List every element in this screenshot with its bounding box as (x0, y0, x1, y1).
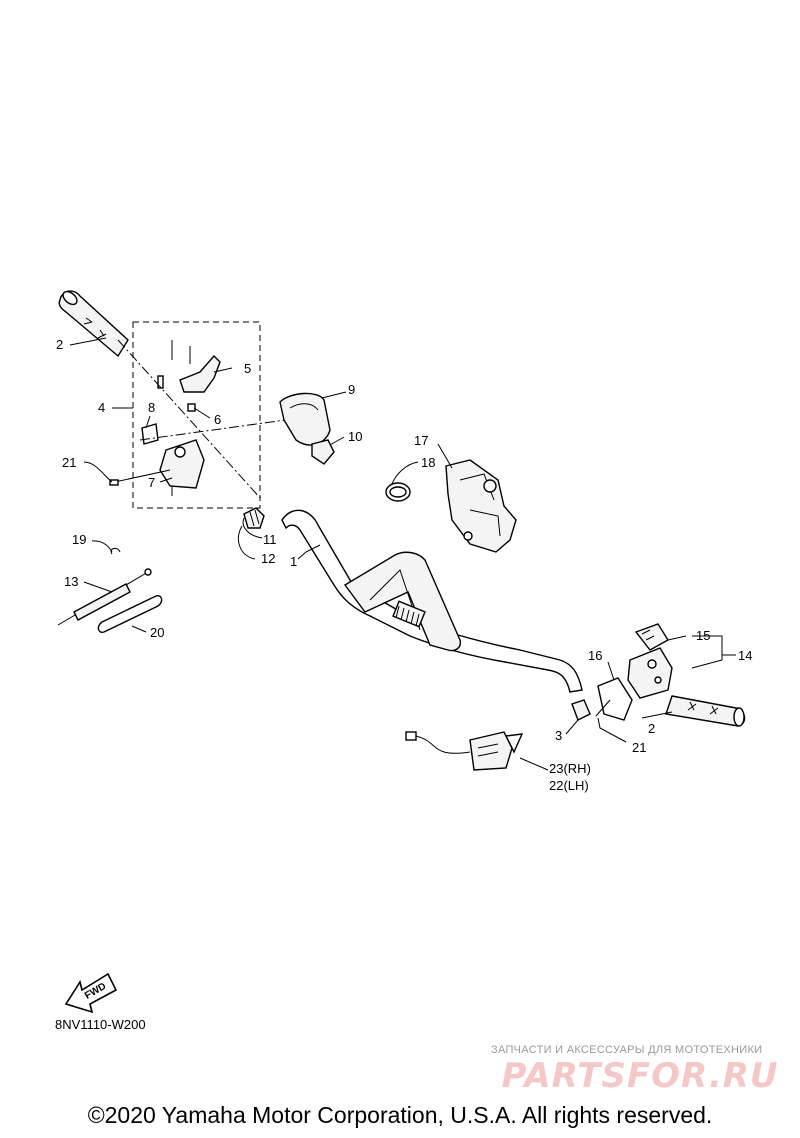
callout-11: 11 (263, 532, 277, 547)
end-cap-part[interactable] (571, 699, 591, 721)
diagram-code: 8NV1110-W200 (55, 1017, 146, 1032)
callout-15: 15 (696, 628, 710, 643)
callout-1: 1 (290, 554, 297, 569)
watermark-logo-text: PARTSFOR.RU (501, 1056, 779, 1096)
throttle-assembly-box (132, 321, 261, 509)
bracket-part[interactable] (445, 459, 517, 553)
fwd-arrow-icon: FWD (64, 972, 118, 1014)
callout-labels: 1 2 2 3 4 5 6 7 8 9 10 11 12 13 14 15 16… (56, 337, 752, 793)
callout-22: 22(LH) (549, 778, 589, 793)
callout-19: 19 (72, 532, 86, 547)
cable-right-part[interactable] (595, 699, 611, 717)
callout-4: 4 (98, 400, 105, 415)
switch-part-10[interactable] (311, 439, 335, 465)
callout-21-right: 21 (632, 740, 646, 755)
callout-23: 23(RH) (549, 761, 591, 776)
callout-20: 20 (150, 625, 164, 640)
callout-18: 18 (421, 455, 435, 470)
callout-12: 12 (261, 551, 275, 566)
end-weight-part[interactable] (243, 507, 265, 529)
callout-6: 6 (214, 412, 221, 427)
callout-17: 17 (414, 433, 428, 448)
callout-5: 5 (244, 361, 251, 376)
callout-16: 16 (588, 648, 602, 663)
leader-lines (69, 337, 736, 771)
throttle-housing-part[interactable] (159, 439, 205, 496)
throttle-lever-part[interactable] (157, 340, 221, 393)
holder-part[interactable] (597, 677, 633, 721)
copyright-notice: ©2020 Yamaha Motor Corporation, U.S.A. A… (87, 1102, 713, 1128)
switch-cover-part[interactable] (279, 392, 331, 446)
watermark-tagline: ЗАПЧАСТИ И АКСЕССУАРЫ ДЛЯ МОТОТЕХНИКИ (491, 1044, 763, 1056)
callout-7: 7 (148, 475, 155, 490)
watermark-logo: PARTSFOR.RU (500, 1056, 780, 1096)
heater-wire-part[interactable] (405, 731, 524, 771)
callout-21-left: 21 (62, 455, 76, 470)
callout-14: 14 (738, 648, 752, 663)
clip-part[interactable] (110, 547, 121, 555)
throttle-cable-part[interactable] (57, 568, 152, 626)
left-grip-part[interactable] (58, 289, 129, 358)
tube-part[interactable] (97, 594, 163, 634)
callout-2-left: 2 (56, 337, 63, 352)
plate-part[interactable] (141, 423, 159, 445)
callout-10: 10 (348, 429, 362, 444)
switch-assembly-part[interactable] (627, 623, 673, 699)
callout-3: 3 (555, 728, 562, 743)
callout-8: 8 (148, 400, 155, 415)
handlebar-part[interactable] (281, 509, 583, 693)
cable-left-part[interactable] (109, 469, 171, 484)
callout-2-right: 2 (648, 721, 655, 736)
nut-part[interactable] (187, 403, 196, 412)
callout-13: 13 (64, 574, 78, 589)
right-grip-part[interactable] (665, 695, 746, 727)
callout-9: 9 (348, 382, 355, 397)
